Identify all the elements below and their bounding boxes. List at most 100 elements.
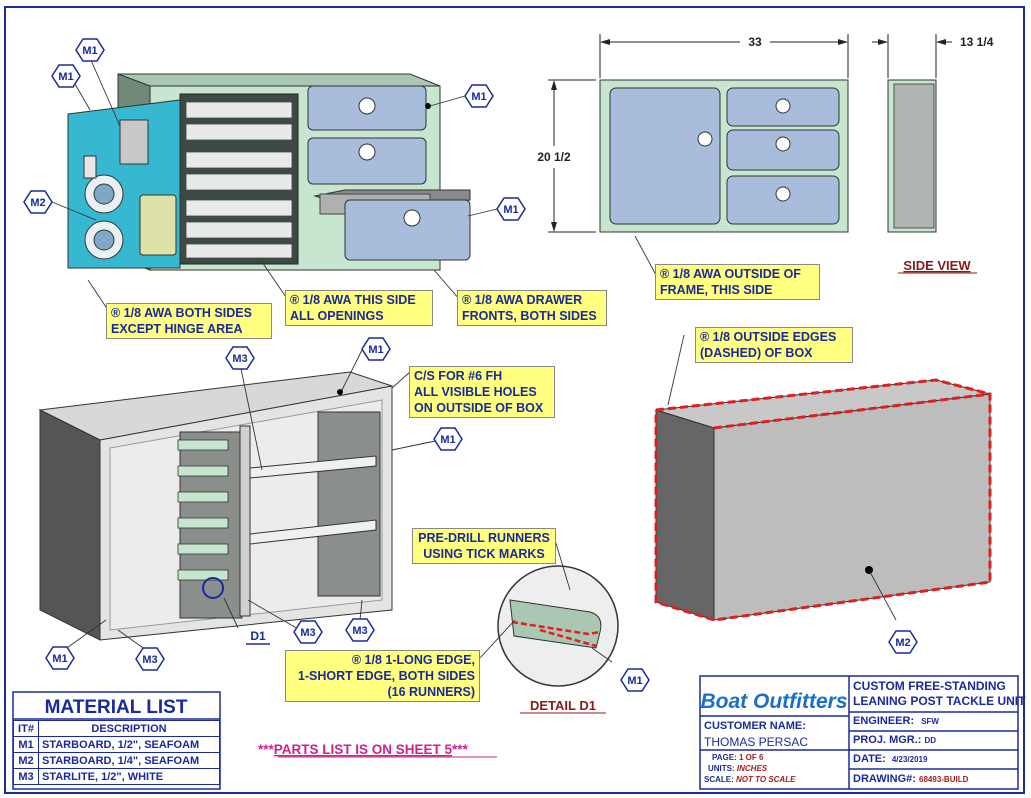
date-label: DATE: [853, 753, 886, 765]
sheet-border [4, 6, 1025, 794]
customer-label: CUSTOMER NAME: [704, 720, 806, 732]
callout-runner-edges: ® 1/8 1-LONG EDGE, 1-SHORT EDGE, BOTH SI… [285, 650, 480, 702]
svg-text:M3: M3 [300, 627, 315, 639]
tag-m1-f: M1 [433, 427, 463, 451]
svg-text:M1: M1 [471, 91, 486, 103]
svg-text:M1: M1 [368, 344, 383, 356]
callout-line: ® 1/8 1-LONG EDGE, [351, 653, 475, 667]
callout-line: USING TICK MARKS [423, 547, 545, 561]
drawing-number-value: 68493-BUILD [919, 775, 969, 784]
pm-field: PROJ. MGR.: DD [853, 734, 936, 746]
page-info: PAGE: 1 OF 6 [712, 753, 763, 762]
callout-line: ALL OPENINGS [290, 309, 384, 323]
callout-line: C/S FOR #6 FH [414, 369, 503, 383]
material-list-title: MATERIAL LIST [45, 697, 188, 718]
svg-text:M1: M1 [440, 434, 455, 446]
callout-line: ® 1/8 AWA OUTSIDE OF [660, 267, 801, 281]
table-row: M3 STARLITE, 1/2", WHITE [13, 768, 220, 785]
table-row: M2 STARBOARD, 1/4", SEAFOAM [13, 752, 220, 769]
tag-m1-d: M1 [496, 197, 526, 221]
row-description: STARLITE, 1/2", WHITE [38, 768, 220, 785]
parts-note: ***PARTS LIST IS ON SHEET 5*** [258, 742, 469, 757]
tag-m1-h: M1 [620, 668, 650, 692]
callout-line: (16 RUNNERS) [387, 685, 475, 699]
callout-countersink: C/S FOR #6 FH ALL VISIBLE HOLES ON OUTSI… [409, 366, 555, 418]
customer-name: THOMAS PERSAC [704, 735, 809, 749]
detail-label: DETAIL D1 [530, 698, 596, 713]
svg-text:M1: M1 [627, 675, 642, 687]
callout-line: ® 1/8 AWA DRAWER [462, 293, 583, 307]
tag-m3-d: M3 [345, 618, 375, 642]
callout-line: ® 1/8 AWA THIS SIDE [290, 293, 416, 307]
tag-m1-c: M1 [464, 84, 494, 108]
engineer-field: ENGINEER: SFW [853, 715, 939, 727]
callout-line: EXCEPT HINGE AREA [111, 322, 243, 336]
row-item: M1 [13, 736, 39, 753]
scale-value: NOT TO SCALE [736, 775, 796, 784]
hex-tags: M1 M1 M2 M1 M1 M3 M1 M1 M1 M3 M3 M3 M2 M… [23, 38, 918, 692]
table-row: M1 STARBOARD, 1/2", SEAFOAM [13, 736, 220, 753]
tag-m3-b: M3 [135, 647, 165, 671]
iso-closed-box [654, 378, 992, 622]
detail-d1 [497, 565, 619, 687]
company-logo: Boat Outfitters [701, 690, 848, 713]
callout-line: ON OUTSIDE OF BOX [414, 401, 544, 415]
material-list-table: IT# DESCRIPTION M1 STARBOARD, 1/2", SEAF… [13, 720, 220, 785]
callout-predrill: PRE-DRILL RUNNERS USING TICK MARKS [412, 528, 556, 564]
title-line: LEANING POST TACKLE UNIT [853, 694, 1026, 708]
drawing-number-field: DRAWING#: 68493-BUILD [853, 773, 968, 785]
units-label: UNITS: [708, 764, 735, 773]
units-value: INCHES [736, 764, 768, 773]
tag-m1-b: M1 [75, 38, 105, 62]
dimension-arrows [551, 39, 946, 232]
pm-value: DD [924, 736, 937, 745]
callout-awa-outside-frame: ® 1/8 AWA OUTSIDE OF FRAME, THIS SIDE [655, 264, 820, 300]
header-item: IT# [13, 720, 39, 737]
svg-text:M1: M1 [82, 45, 97, 57]
callout-awa-both-sides: ® 1/8 AWA BOTH SIDES EXCEPT HINGE AREA [106, 303, 272, 339]
callout-line: (DASHED) OF BOX [700, 346, 813, 360]
svg-text:M3: M3 [352, 625, 367, 637]
leader-lines [51, 57, 897, 663]
engineer-label: ENGINEER: [853, 715, 915, 727]
row-description: STARBOARD, 1/4", SEAFOAM [38, 752, 220, 769]
row-item: M3 [13, 768, 39, 785]
svg-text:M3: M3 [232, 353, 247, 365]
svg-text:M2: M2 [30, 197, 45, 209]
title-block-frame [699, 675, 1019, 790]
callout-awa-this-side: ® 1/8 AWA THIS SIDE ALL OPENINGS [285, 290, 433, 326]
header-description: DESCRIPTION [38, 720, 220, 737]
tag-m2-a: M2 [23, 190, 53, 214]
callout-line: ALL VISIBLE HOLES [414, 385, 537, 399]
depth-dimension: 13 1/4 [960, 35, 994, 49]
page-label: PAGE: [712, 753, 737, 762]
iso-carcass-view [38, 371, 393, 641]
svg-text:M1: M1 [58, 71, 73, 83]
drawing-title: CUSTOM FREE-STANDING LEANING POST TACKLE… [853, 679, 1025, 709]
callout-outside-edges: ® 1/8 OUTSIDE EDGES (DASHED) OF BOX [695, 327, 853, 363]
width-dimension: 33 [748, 35, 762, 49]
date-value: 4/23/2019 [891, 755, 928, 764]
svg-text:M1: M1 [52, 653, 67, 665]
tag-m1-e: M1 [361, 337, 391, 361]
iso-cabinet-open-view [67, 73, 471, 271]
tag-m2-b: M2 [888, 630, 918, 654]
callout-awa-drawer: ® 1/8 AWA DRAWER FRONTS, BOTH SIDES [457, 290, 607, 326]
callout-line: 1-SHORT EDGE, BOTH SIDES [297, 669, 475, 683]
callout-line: ® 1/8 OUTSIDE EDGES [700, 330, 837, 344]
drawing-number-label: DRAWING#: [853, 773, 916, 785]
tag-m1-a: M1 [51, 64, 81, 88]
callout-line: ® 1/8 AWA BOTH SIDES [111, 306, 252, 320]
table-header-row: IT# DESCRIPTION [13, 720, 220, 737]
page-value: 1 OF 6 [738, 753, 764, 762]
tag-m3-c: M3 [293, 620, 323, 644]
front-view [599, 79, 849, 233]
row-item: M2 [13, 752, 39, 769]
engineer-value: SFW [921, 717, 939, 726]
scale-info: SCALE: NOT TO SCALE [704, 775, 795, 784]
pm-label: PROJ. MGR.: [853, 734, 922, 746]
scale-label: SCALE: [704, 775, 734, 784]
tag-m1-g: M1 [45, 646, 75, 670]
units-info: UNITS: INCHES [708, 764, 767, 773]
